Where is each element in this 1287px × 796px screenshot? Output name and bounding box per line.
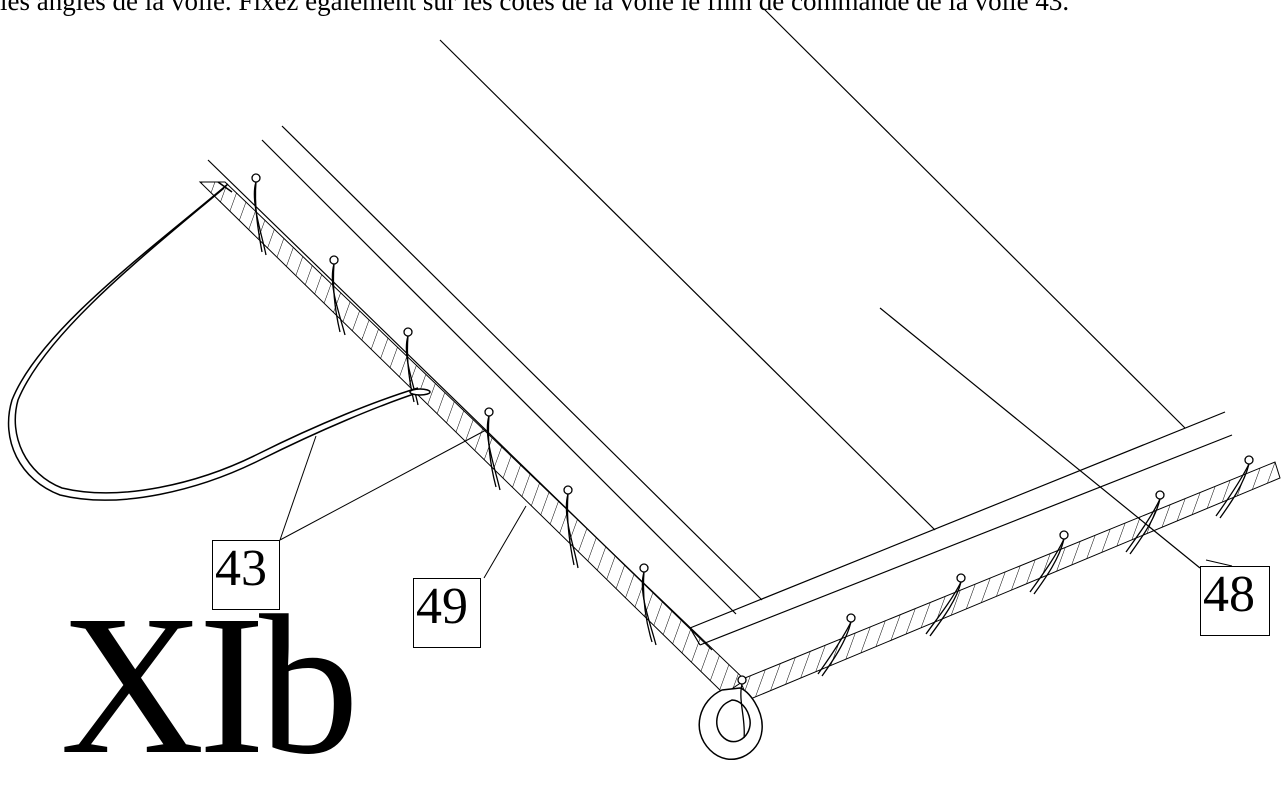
- callout-48: 48: [1200, 566, 1270, 636]
- leader-lines: [279, 429, 1233, 579]
- callout-49: 49: [413, 578, 481, 648]
- figure-identifier: XIb: [60, 575, 359, 796]
- edge-ties-bottom: [817, 455, 1254, 677]
- callout-43: 43: [212, 540, 280, 610]
- edge-ties-left: [251, 173, 747, 739]
- instruction-text: les angles de la voile. Fixez également …: [0, 0, 1070, 16]
- control-film-loop: [7, 183, 421, 501]
- corner-eyelet: [698, 687, 763, 760]
- sail-assembly-diagram: [7, 9, 1281, 760]
- loop-attachment: [217, 181, 431, 396]
- hatched-edge-bottom: [739, 461, 1281, 701]
